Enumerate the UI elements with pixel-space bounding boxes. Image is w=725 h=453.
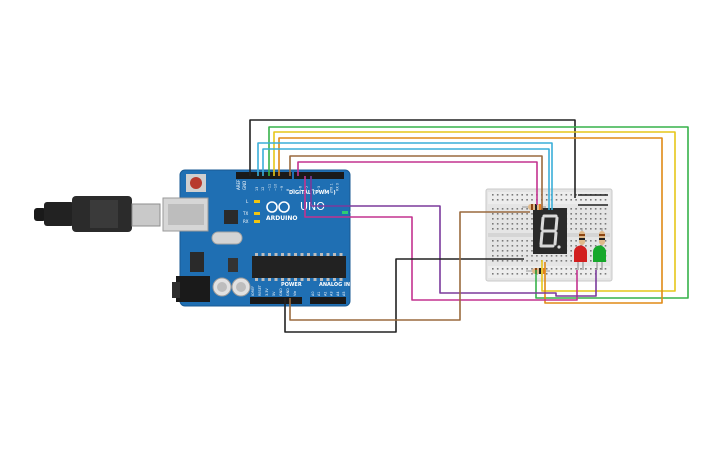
pin-label: ~5 [305, 186, 309, 191]
usb-jack-inner [168, 204, 204, 225]
pin-label: 13 [255, 187, 259, 191]
usb-plug-metal [131, 203, 161, 227]
power-jack[interactable] [176, 276, 210, 302]
pin-label: A3 [330, 292, 334, 296]
reset-button[interactable] [190, 177, 202, 189]
wire-cyan-1[interactable] [257, 142, 553, 210]
digital-header-right [294, 172, 344, 179]
seven-segment-digit [539, 214, 559, 248]
atmega-chip [252, 256, 346, 278]
usb-cable[interactable] [34, 196, 161, 232]
wire-cyan-2[interactable] [262, 148, 550, 210]
pin-label: GND [279, 288, 283, 296]
usb-cable-strain-relief [34, 208, 46, 221]
wire-brown[interactable] [289, 155, 543, 210]
led-on [342, 211, 348, 214]
led-tx [254, 212, 260, 215]
digital-header-label: DIGITAL (PWM~) [289, 190, 336, 196]
led-l [254, 200, 260, 203]
usb-cable-body [44, 202, 74, 226]
pin-label: A1 [317, 292, 321, 296]
on-label: ON [350, 210, 356, 215]
power-header-label: POWER [281, 282, 302, 288]
power-jack-edge [172, 282, 180, 298]
l-label: L [246, 199, 249, 204]
led-red[interactable] [574, 245, 587, 270]
pin-label: A4 [336, 292, 340, 296]
pin-label: Vin [293, 291, 297, 296]
pin-label: 12 [261, 187, 265, 191]
pin-label: IOREF [251, 286, 255, 296]
pin-label: A2 [323, 292, 327, 296]
board-brand: ARDUINO [266, 215, 297, 222]
aref-label: AREF [236, 179, 241, 190]
pin-label: GND [286, 288, 290, 296]
pin-label: ~3 [317, 186, 321, 191]
pin-label: ~10 [274, 184, 278, 191]
wire-brown-2[interactable] [289, 211, 530, 321]
arduino-uno-board[interactable]: AREF GND DIGITAL (PWM~) ARDUINO UNO TX R… [162, 169, 356, 307]
tx-label: TX [242, 211, 248, 216]
usb-chip [224, 210, 238, 224]
arduino-logo-icon [266, 201, 290, 213]
resistor-led-green[interactable] [599, 228, 605, 248]
led-green[interactable] [593, 245, 606, 270]
pin-label: 7 [292, 189, 296, 191]
wire-black-2[interactable] [284, 258, 524, 333]
breadboard-bottom-rail [488, 266, 610, 278]
atmega-chip-pins [255, 253, 343, 281]
crystal-oscillator [211, 231, 243, 245]
resistor-led-red[interactable] [579, 228, 585, 248]
pin-label: ~6 [298, 186, 302, 191]
led-rx [254, 220, 260, 223]
pin-label: A0 [311, 292, 315, 296]
digital-header-left [236, 172, 292, 179]
capacitor-2-top [236, 282, 246, 292]
pin-label: 2 [323, 189, 327, 191]
wires [249, 119, 689, 333]
pin-label: 4 [311, 189, 315, 191]
usb-plug-grip [90, 200, 118, 228]
pin-label: A5 [342, 292, 346, 296]
wire-magenta-top[interactable] [297, 161, 538, 205]
rx-label: RX [243, 219, 249, 224]
seven-segment-display[interactable] [533, 208, 567, 254]
pin-label: RX 0 [336, 183, 340, 191]
analog-header-label: ANALOG IN [319, 282, 350, 288]
seven-segment-dot [557, 245, 561, 249]
wire-black-gnd[interactable] [249, 119, 576, 198]
capacitor-1-top [217, 282, 227, 292]
pin-label: 5V [272, 291, 276, 296]
analog-header [310, 297, 346, 304]
regulator-chip [190, 252, 204, 272]
pin-label: RESET [258, 284, 262, 296]
wire-yellow[interactable] [273, 131, 676, 292]
power-header [250, 297, 302, 304]
pin-label: 8 [286, 189, 290, 191]
pin-label: ~9 [280, 186, 284, 191]
pin-label: 3.3V [265, 288, 269, 296]
icsp-header [228, 258, 238, 272]
pin-label: TX 1 [329, 183, 333, 192]
wire-purple[interactable] [310, 176, 597, 297]
pin-label: ~11 [267, 184, 271, 191]
gnd-label: GND [242, 181, 247, 190]
wire-orange[interactable] [278, 137, 663, 304]
